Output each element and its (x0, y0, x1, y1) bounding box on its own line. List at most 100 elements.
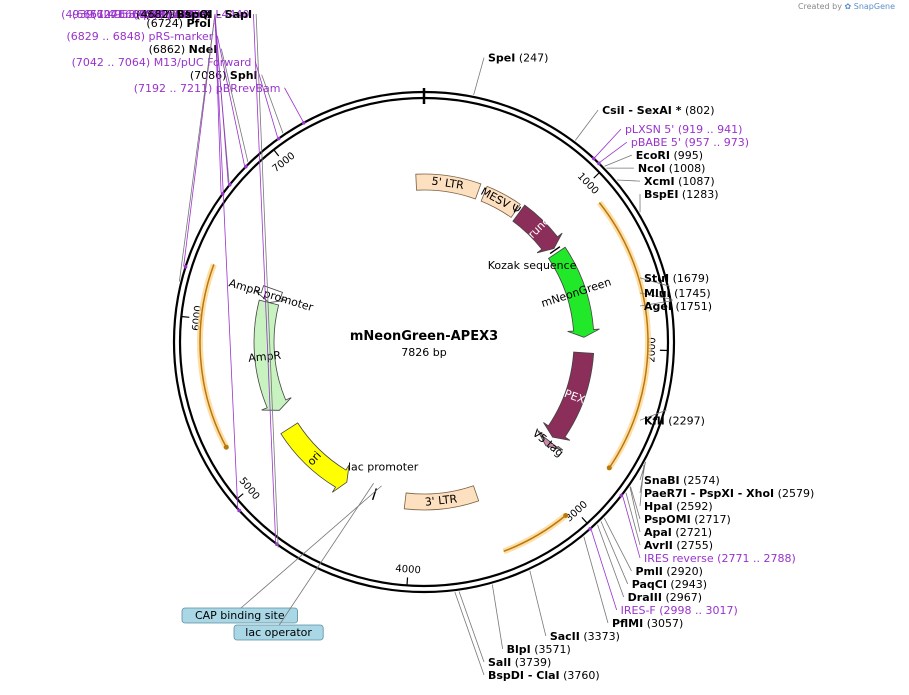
misc-feature-box (233, 624, 324, 641)
leader-line (261, 74, 284, 134)
enzyme-label: PspOMI (2717) (644, 513, 731, 526)
site-name: pBRrevBam (216, 82, 281, 95)
feature-arrow (512, 204, 563, 254)
leader-line (529, 570, 547, 637)
enzyme-label: (6171) ScaI (145, 8, 211, 21)
leader-line (625, 492, 641, 546)
site-name: PfoI (187, 17, 212, 30)
feature-arrow (253, 299, 292, 411)
site-name: SpeI (488, 52, 515, 65)
orf-line (503, 514, 567, 553)
enzyme-label: BspEI (1283) (644, 188, 719, 201)
site-coord: (2721) (675, 526, 712, 539)
leader-line (604, 154, 632, 167)
feature-arrow (280, 422, 350, 493)
enzyme-label: BlpI (3571) (507, 643, 571, 656)
orf-glow (597, 200, 651, 470)
site-name: PaeR7I - PspXI - XhoI (644, 487, 774, 500)
plasmid-size: 7826 bp (401, 346, 446, 359)
site-coord: (919 .. 941) (678, 123, 743, 136)
site-name: pRS-marker (149, 30, 214, 43)
primer-site (183, 265, 188, 269)
leader-line (622, 496, 641, 559)
site-name: NdeI (189, 43, 218, 56)
site-coord: (6829 .. 6848) (66, 30, 145, 43)
site-name: BspEI (644, 188, 678, 201)
enzyme-label: EcoRI (995) (636, 149, 703, 162)
site-coord: (1751) (675, 300, 712, 313)
leader-line (630, 486, 641, 520)
site-coord: (2579) (778, 487, 815, 500)
site-name: SalI (488, 656, 511, 669)
leader-line (594, 128, 622, 158)
enzyme-label: BspDI - ClaI (3760) (488, 669, 600, 682)
enzyme-label: (7086) SphI (190, 69, 258, 82)
site-name: EcoRI (636, 149, 670, 162)
site-coord: (2771 .. 2788) (717, 552, 796, 565)
primer-label: IRES-F (2998 .. 3017) (621, 604, 738, 617)
site-coord: (2920) (666, 565, 703, 578)
leader-line (214, 13, 239, 512)
enzyme-label: MluI (1745) (644, 287, 711, 300)
primer-site (220, 191, 225, 196)
site-coord: (3571) (534, 643, 571, 656)
site-coord: (6171) (145, 8, 182, 21)
primer-site (237, 508, 242, 513)
enzyme-label: AvrII (2755) (644, 539, 713, 552)
leader-line (473, 57, 485, 96)
site-coord: (247) (519, 52, 549, 65)
primer-site (227, 182, 232, 187)
feature-arrow (547, 246, 600, 338)
primer-site (588, 527, 592, 531)
site-name: NcoI (638, 162, 665, 175)
enzyme-label: DraIII (2967) (628, 591, 702, 604)
enzyme-label: SalI (3739) (488, 656, 551, 669)
primer-label: (6707 .. 6729) pGEX 3' (85, 8, 211, 21)
enzyme-label: PaqCI (2943) (632, 578, 707, 591)
site-coord: (957 .. 973) (684, 136, 749, 149)
tick-mark (406, 577, 409, 586)
enzyme-label: HpaI (2592) (644, 500, 713, 513)
feature-mark (371, 488, 377, 501)
site-coord: (3373) (583, 630, 620, 643)
site-coord: (3739) (515, 656, 552, 669)
tick-label: 5000 (237, 476, 262, 503)
site-coord: (3760) (563, 669, 600, 682)
site-coord: (2574) (683, 474, 720, 487)
tick-mark (581, 516, 588, 524)
leader-line (214, 13, 229, 184)
primer-site (597, 161, 601, 166)
orf-arrow-tip (223, 444, 229, 450)
site-name: BspDI - ClaI (488, 669, 560, 682)
site-name: XcmI (644, 175, 675, 188)
enzyme-label: AgeI (1751) (644, 300, 712, 313)
feature-label: AmpR (248, 349, 282, 365)
feature-label: lac promoter (348, 461, 419, 474)
leader-line (639, 465, 645, 506)
site-name: SphI (230, 69, 258, 82)
orf-arrow-tip (563, 512, 569, 518)
leader-line (639, 409, 667, 421)
site-name: StuI (644, 272, 669, 285)
site-coord: (802) (685, 104, 715, 117)
site-name: DraIII (628, 591, 662, 604)
site-name: MluI (644, 287, 671, 300)
site-name: pLXSN 5' (625, 123, 674, 136)
site-name: BspQI - SapI (176, 8, 252, 21)
site-coord: (1008) (669, 162, 706, 175)
site-coord: (4682) (136, 8, 173, 21)
site-name: PflMI (612, 617, 643, 630)
site-coord: (6241 .. 6260) (92, 8, 171, 21)
primer-label: (4939 .. 4958) pBR322ori-F (61, 8, 211, 21)
feature-box (403, 485, 480, 511)
leader-line (255, 13, 279, 548)
site-coord: (1679) (673, 272, 710, 285)
enzyme-label: SpeI (247) (488, 52, 548, 65)
leader-line (491, 584, 504, 650)
site-name: SnaBI (644, 474, 680, 487)
leader-line (600, 521, 629, 585)
primer-label: (6651 .. 6669) pBRforEco (72, 8, 211, 21)
site-name: BlpI (507, 643, 531, 656)
